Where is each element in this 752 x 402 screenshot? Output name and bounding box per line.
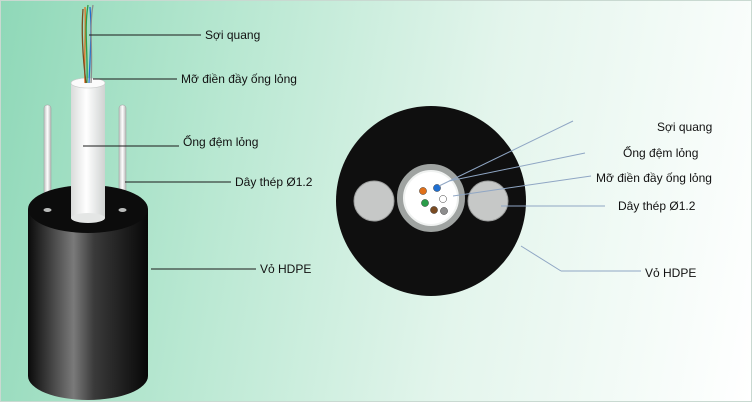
fiber-brown xyxy=(430,206,438,214)
steel-wire-section-left xyxy=(353,180,395,222)
right-leader-lines xyxy=(438,120,641,272)
leader-right-fiber xyxy=(438,120,574,187)
left-leader-lines xyxy=(83,34,256,270)
label-fiber: Sợi quang xyxy=(205,28,260,42)
leader-right-tube xyxy=(448,152,586,182)
leader-right-sheath xyxy=(520,245,562,272)
fiber-white xyxy=(439,195,447,203)
steel-wire-section-right xyxy=(467,180,509,222)
right-labels: Sợi quang Ống đệm lỏng Mỡ điền đầy ống l… xyxy=(596,120,712,280)
right-label-sheath: Vỏ HDPE xyxy=(645,266,696,280)
label-gel: Mỡ điền đầy ống lỏng xyxy=(181,72,297,86)
fiber-sections xyxy=(419,184,448,215)
label-sheath: Vỏ HDPE xyxy=(260,262,311,276)
right-label-tube: Ống đệm lỏng xyxy=(623,145,698,160)
cable-cross-section xyxy=(336,106,526,296)
right-label-gel: Mỡ điền đầy ống lỏng xyxy=(596,171,712,185)
steel-wire-end-left xyxy=(43,208,52,212)
fiber-blue xyxy=(433,184,441,192)
left-labels: Sợi quang Mỡ điền đầy ống lỏng Ống đệm l… xyxy=(181,28,313,276)
loose-tube-top xyxy=(70,77,106,89)
fiber-orange xyxy=(419,187,427,195)
fiber-green xyxy=(421,199,429,207)
optical-fibers xyxy=(81,4,94,84)
label-steel: Dây thép Ø1.2 xyxy=(235,175,313,189)
hdpe-jacket-body xyxy=(28,209,148,400)
loose-tube xyxy=(71,83,105,218)
leader-right-gel xyxy=(452,175,592,197)
label-tube: Ống đệm lỏng xyxy=(183,134,258,149)
loose-tube-bottom xyxy=(71,213,105,223)
right-label-fiber: Sợi quang xyxy=(657,120,712,134)
right-label-steel: Dây thép Ø1.2 xyxy=(618,199,696,213)
steel-wire-end-right xyxy=(118,208,127,212)
fiber-gray xyxy=(440,207,448,215)
gel-fill-section xyxy=(405,172,457,224)
cable-3d-view xyxy=(28,4,148,400)
